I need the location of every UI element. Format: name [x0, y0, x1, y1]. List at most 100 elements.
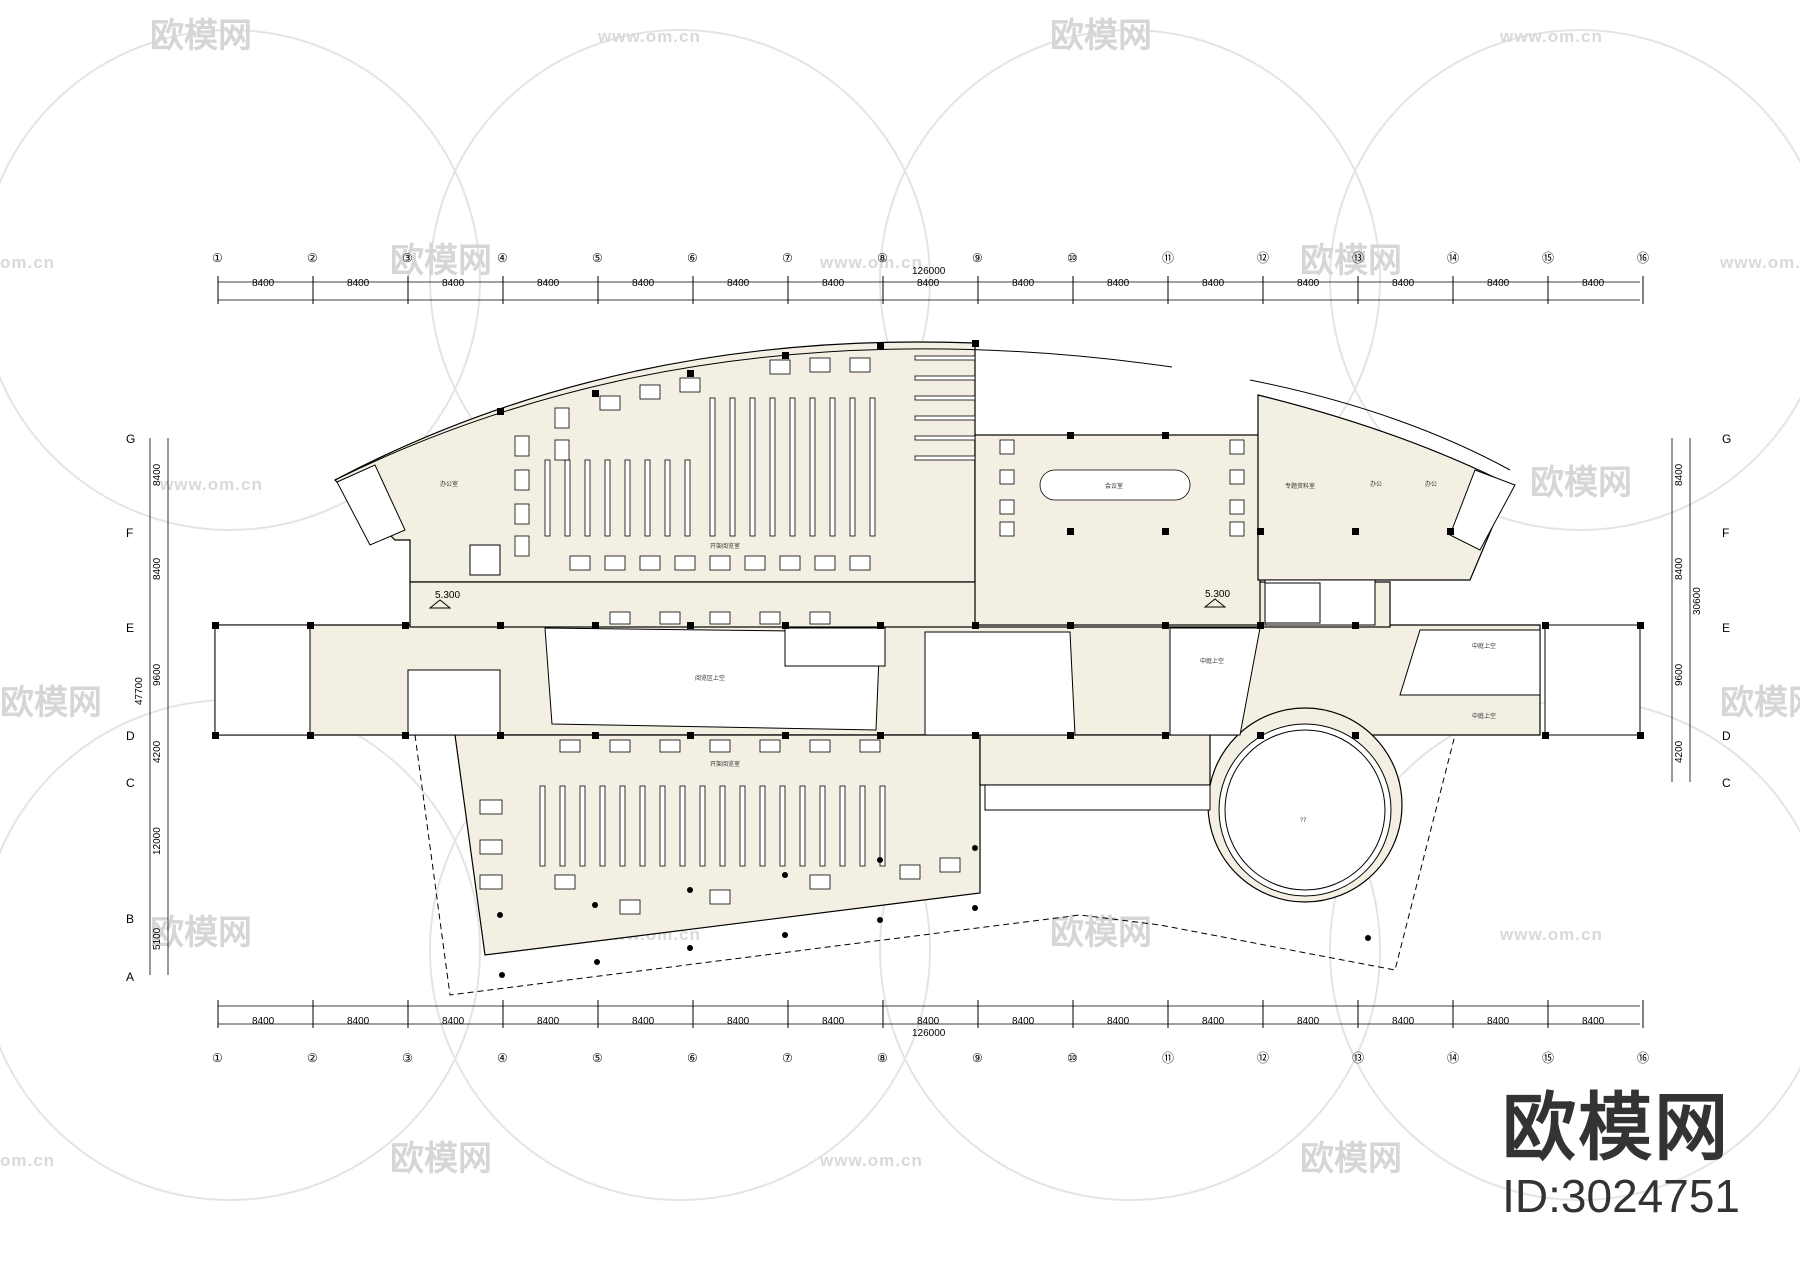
room-label: 开架阅览室	[710, 542, 740, 550]
watermark-brand: 欧模网	[1720, 683, 1800, 723]
book-stacks	[539, 355, 976, 867]
bay-dim: 8400	[1012, 278, 1035, 289]
bay-dim: 8400	[1582, 1016, 1605, 1027]
bay-dim: 8400	[1487, 278, 1510, 289]
row-dims-right: 8400 8400 9600 4200 30600	[1674, 463, 1703, 763]
axis-label: ⑨	[972, 1051, 983, 1065]
bay-dim: 8400	[632, 1016, 655, 1027]
branding-block: 欧模网 ID:3024751	[1502, 1091, 1740, 1222]
room-label: ??	[1300, 817, 1306, 824]
watermark-brand: 欧模网	[1300, 241, 1402, 281]
watermark-brand: 欧模网	[390, 1139, 492, 1179]
bay-dim: 8400	[347, 278, 370, 289]
axis-label: ⑮	[1542, 1051, 1554, 1065]
row-dim: 5100	[152, 927, 163, 950]
row-dim: 12000	[152, 827, 163, 855]
axis-label: ⑫	[1257, 1051, 1269, 1065]
axis-label: F	[1722, 526, 1729, 540]
axis-label: ③	[402, 251, 413, 265]
axis-label: ②	[307, 1051, 318, 1065]
watermark-url: www.om.cn	[819, 253, 923, 272]
bay-dim: 8400	[442, 1016, 465, 1027]
bay-dim: 8400	[347, 1016, 370, 1027]
room-label: 中庭上空	[1472, 712, 1496, 720]
watermark-brand: 欧模网	[1050, 913, 1152, 953]
axis-label: G	[126, 432, 135, 446]
room-label: 中庭上空	[1200, 657, 1224, 665]
watermark-brand: 欧模网	[0, 683, 102, 723]
axis-label: ①	[212, 1051, 223, 1065]
axis-label: ⑤	[592, 251, 603, 265]
axis-label: ⑭	[1447, 251, 1459, 265]
bay-dim: 8400	[1107, 278, 1130, 289]
axis-label: ⑥	[687, 1051, 698, 1065]
axis-label: ⑯	[1637, 251, 1649, 265]
axis-label: ⑨	[972, 251, 983, 265]
bay-dim: 8400	[1202, 1016, 1225, 1027]
watermark-brand: 欧模网	[150, 913, 252, 953]
axis-label: ⑪	[1162, 251, 1174, 265]
structural-columns	[212, 340, 1644, 739]
bay-dim: 8400	[252, 278, 275, 289]
watermark-url: www.om.cn	[597, 27, 701, 46]
row-dims-left: 8400 8400 9600 4200 12000 5100 47700	[134, 463, 163, 950]
axis-label: ④	[497, 251, 508, 265]
axis-label: ④	[497, 1051, 508, 1065]
axis-label: ③	[402, 1051, 413, 1065]
row-dim: 8400	[152, 557, 163, 580]
axis-label: ⑧	[877, 251, 888, 265]
bay-dim: 8400	[1487, 1016, 1510, 1027]
axis-label: ⑧	[877, 1051, 888, 1065]
room-labels: 办公室 开架阅览室 开架阅览室 阅览区上空 会议室 专题资料室 办公 办公 中庭…	[440, 480, 1496, 824]
axis-label: ⑤	[592, 1051, 603, 1065]
row-dim: 9600	[152, 663, 163, 686]
row-dim: 4200	[1674, 740, 1685, 763]
exterior-columns	[497, 845, 1371, 978]
bay-dim: 8400	[1202, 278, 1225, 289]
watermark-url: www.om.cn	[159, 475, 263, 494]
column-axes-bottom: ① ② ③ ④ ⑤ ⑥ ⑦ ⑧ ⑨ ⑩ ⑪ ⑫ ⑬ ⑭ ⑮ ⑯	[212, 1051, 1649, 1065]
axis-label: ⑦	[782, 251, 793, 265]
axis-label: ⑦	[782, 1051, 793, 1065]
axis-label: ⑪	[1162, 1051, 1174, 1065]
row-dim: 8400	[1674, 557, 1685, 580]
row-total: 30600	[1692, 587, 1703, 615]
row-axes-left: G F E D C B A	[126, 432, 135, 984]
level-label: 5.300	[1205, 589, 1230, 600]
level-label: 5.300	[435, 590, 460, 601]
row-dim: 8400	[1674, 463, 1685, 486]
axis-label: ⑩	[1067, 1051, 1078, 1065]
bay-dim: 8400	[727, 278, 750, 289]
bay-dim: 8400	[822, 1016, 845, 1027]
axis-label: ①	[212, 251, 223, 265]
axis-label: C	[126, 776, 135, 790]
axis-label: G	[1722, 432, 1731, 446]
watermark-url: www.om.cn	[1499, 925, 1603, 944]
room-label: 办公室	[440, 480, 458, 488]
watermark-url: www.om.cn	[819, 1151, 923, 1170]
room-label: 会议室	[1105, 482, 1123, 490]
room-label: 专题资料室	[1285, 482, 1315, 490]
axis-label: E	[1722, 621, 1730, 635]
service-cores	[214, 464, 1641, 736]
bay-dim: 8400	[1582, 278, 1605, 289]
bay-dim: 8400	[822, 278, 845, 289]
room-label: 办公	[1425, 480, 1437, 488]
dimension-ticks	[217, 276, 1644, 1028]
watermark-brand: 欧模网	[390, 241, 492, 281]
bay-dim: 8400	[252, 1016, 275, 1027]
watermark-url: om.cn	[0, 1151, 55, 1170]
axis-label: ⑬	[1352, 1051, 1364, 1065]
total-dim: 126000	[912, 266, 946, 277]
row-dim: 4200	[152, 740, 163, 763]
axis-label: D	[126, 729, 135, 743]
bay-dim: 8400	[1297, 278, 1320, 289]
axis-label: ⑭	[1447, 1051, 1459, 1065]
bay-dim: 8400	[537, 278, 560, 289]
axis-label: D	[1722, 729, 1731, 743]
dimension-lines	[149, 281, 1691, 1025]
bay-dim: 8400	[1107, 1016, 1130, 1027]
bay-dim: 8400	[1012, 1016, 1035, 1027]
room-label: 开架阅览室	[710, 760, 740, 768]
axis-label: F	[126, 526, 133, 540]
